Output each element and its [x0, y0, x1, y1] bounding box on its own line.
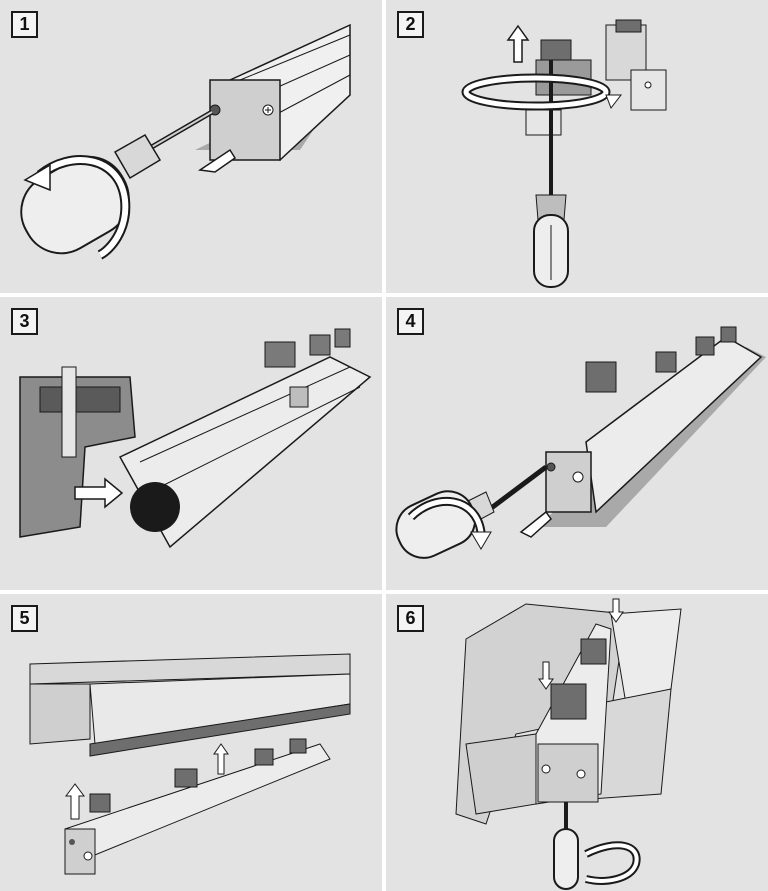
step-6-illustration	[455, 598, 682, 890]
carrier	[720, 326, 737, 343]
step-4-panel: 4	[386, 297, 768, 590]
step-number-badge: 4	[397, 308, 424, 335]
step-number-badge: 2	[397, 11, 424, 38]
carrier	[89, 793, 111, 813]
bracket-detached	[605, 19, 667, 111]
end-cap	[130, 482, 180, 532]
up-arrow-icon	[213, 743, 229, 775]
end-plate	[64, 828, 96, 875]
step-2-panel: 2	[386, 0, 768, 293]
step-1-illustration	[20, 23, 351, 260]
step-3-panel: 3	[0, 297, 382, 590]
carrier	[264, 341, 296, 368]
carrier	[585, 361, 617, 393]
push-arrow-icon	[74, 477, 124, 509]
carrier	[655, 351, 677, 373]
carrier	[550, 683, 587, 720]
screwdriver-icon	[533, 194, 569, 288]
bracket	[19, 366, 136, 538]
carrier	[254, 748, 274, 766]
push-arrow-icon	[519, 510, 552, 538]
push-arrow-icon	[197, 148, 237, 173]
down-arrow-icon	[608, 598, 624, 623]
step-number-badge: 1	[11, 11, 38, 38]
screwdriver-icon	[553, 802, 579, 890]
step-3-illustration	[19, 328, 372, 549]
down-arrow-icon	[538, 661, 554, 690]
rail	[585, 336, 763, 514]
carrier	[580, 638, 607, 665]
carrier	[334, 328, 351, 348]
step-1-panel: 1	[0, 0, 382, 293]
step-6-panel: 6	[386, 594, 768, 891]
step-number-badge: 6	[397, 605, 424, 632]
step-number-badge: 3	[11, 308, 38, 335]
step-number-badge: 5	[11, 605, 38, 632]
end-plate	[209, 79, 281, 161]
carrier	[289, 738, 307, 754]
carrier	[309, 334, 331, 356]
carrier	[695, 336, 715, 356]
end-plate	[545, 451, 592, 513]
step-4-illustration	[395, 326, 766, 559]
step-5-panel: 5	[0, 594, 382, 891]
carrier	[174, 768, 198, 788]
step-5-illustration	[29, 653, 351, 875]
up-arrow-icon	[506, 24, 530, 63]
step-2-illustration	[461, 19, 667, 288]
up-arrow-icon	[65, 783, 85, 820]
bracket	[525, 39, 592, 195]
